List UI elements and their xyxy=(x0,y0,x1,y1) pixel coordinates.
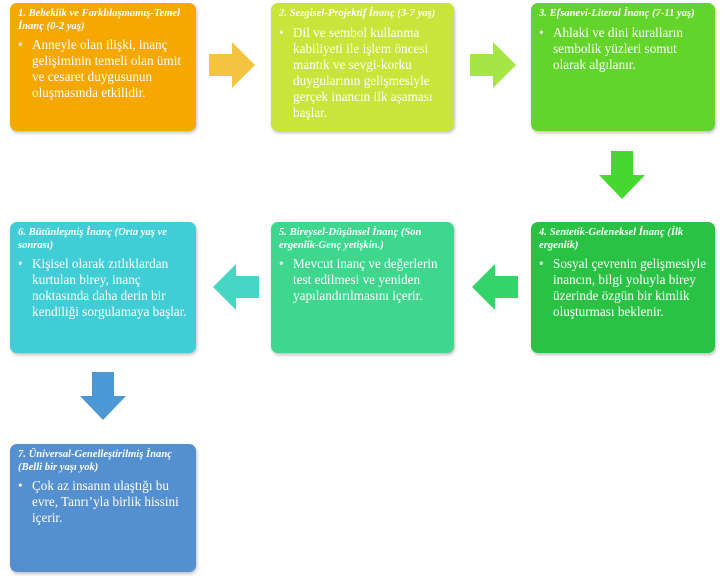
arrow-2-3-shape xyxy=(470,42,516,88)
arrow-3-4-shape xyxy=(599,151,645,199)
stage-6-title: 6. Bütünleşmiş İnanç (Orta yaş ve sonras… xyxy=(18,227,167,251)
stage-5-text-block: • Mevcut inanç ve değerlerin test edilme… xyxy=(279,256,446,304)
arrow-6-7-shape xyxy=(80,372,126,420)
stage-1-text: Anneyle olan ilişki, inanç gelişiminin t… xyxy=(32,37,182,100)
bullet-icon: • xyxy=(539,24,544,40)
stage-1-text-block: • Anneyle olan ilişki, inanç gelişiminin… xyxy=(18,37,188,101)
stage-5-title: 5. Bireysel-Düşünsel İnanç (Son ergenlik… xyxy=(279,227,422,251)
stage-7-text-block: • Çok az insanın ulaştığı bu evre, Tanrı… xyxy=(18,478,188,526)
arrow-left-icon xyxy=(472,264,518,310)
arrow-down-icon xyxy=(80,372,126,420)
stage-2-text: Dil ve sembol kullanma kabiliyeti ile iş… xyxy=(293,24,433,120)
arrow-down-icon xyxy=(599,151,645,199)
stage-5-box: 5. Bireysel-Düşünsel İnanç (Son ergenlik… xyxy=(271,222,454,353)
stage-3-title: 3. Efsanevi-Literal İnanç (7-11 yaş) xyxy=(539,8,695,19)
arrow-right-icon xyxy=(209,42,255,88)
stage-3-text: Ahlaki ve dini kuralların sembolik yüzle… xyxy=(553,24,684,72)
stage-7-title: 7. Üniversal-Genelleştirilmiş İnanç (Bel… xyxy=(18,449,172,473)
arrow-4-5-shape xyxy=(472,264,518,310)
stage-7-text: Çok az insanın ulaştığı bu evre, Tanrı’y… xyxy=(32,478,179,525)
arrow-left-icon xyxy=(213,264,259,310)
arrow-1-2-shape xyxy=(209,42,255,88)
bullet-icon: • xyxy=(279,24,284,40)
stage-4-text-block: • Sosyal çevrenin gelişmesiyle inancın, … xyxy=(539,256,707,320)
stage-6-box: 6. Bütünleşmiş İnanç (Orta yaş ve sonras… xyxy=(10,222,196,353)
stage-4-title: 4. Sentetik-Geleneksel İnanç (İlk ergenl… xyxy=(539,227,684,251)
bullet-icon: • xyxy=(18,478,23,493)
bullet-icon: • xyxy=(18,256,23,271)
arrow-5-6-shape xyxy=(213,264,259,310)
stage-2-text-block: • Dil ve sembol kullanma kabiliyeti ile … xyxy=(279,25,446,121)
stage-1-box: 1. Bebeklik ve Farklılaşmamış-Temel İnan… xyxy=(10,3,196,131)
bullet-icon: • xyxy=(279,256,284,271)
bullet-icon: • xyxy=(18,37,23,52)
stage-4-box: 4. Sentetik-Geleneksel İnanç (İlk ergenl… xyxy=(531,222,715,353)
stage-1-title: 1. Bebeklik ve Farklılaşmamış-Temel İnan… xyxy=(18,8,181,32)
stage-6-text: Kişisel olarak zıtlıklardan kurtulan bir… xyxy=(32,256,187,319)
stage-4-text: Sosyal çevrenin gelişmesiyle inancın, bi… xyxy=(553,256,707,319)
stage-7-box: 7. Üniversal-Genelleştirilmiş İnanç (Bel… xyxy=(10,444,196,572)
stage-3-text-block: • Ahlaki ve dini kuralların sembolik yüz… xyxy=(539,25,707,73)
stage-5-text: Mevcut inanç ve değerlerin test edilmesi… xyxy=(293,256,438,303)
stage-6-text-block: • Kişisel olarak zıtlıklardan kurtulan b… xyxy=(18,256,188,320)
bullet-icon: • xyxy=(539,256,544,271)
stage-2-box: 2. Sezgisel-Projektif İnanç (3-7 yaş) • … xyxy=(271,3,454,131)
stage-2-title: 2. Sezgisel-Projektif İnanç (3-7 yaş) xyxy=(279,8,436,19)
stage-3-box: 3. Efsanevi-Literal İnanç (7-11 yaş) • A… xyxy=(531,3,715,131)
arrow-right-icon xyxy=(470,42,516,88)
